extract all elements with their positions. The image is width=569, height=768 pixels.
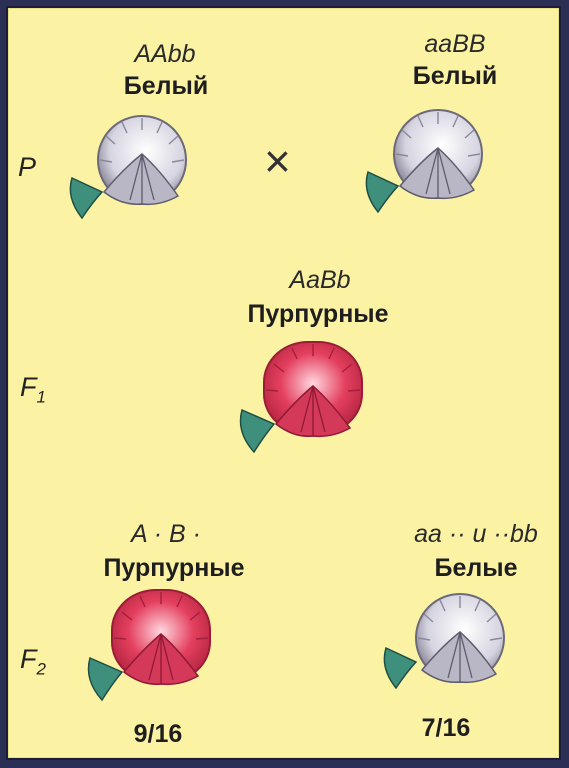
generation-label-f1: F1 [20, 372, 46, 407]
f2-right-genotype: aa ·· и ··bb [386, 520, 566, 549]
generation-label-p: P [18, 152, 36, 183]
flower-purple-f1 [234, 334, 374, 464]
flower-white-parent-left [64, 108, 194, 228]
flower-white-parent-right [360, 102, 490, 222]
f2-right-ratio: 7/16 [396, 714, 496, 743]
generation-label-f2: F2 [20, 644, 46, 679]
f2-right-phenotype: Белые [416, 554, 536, 583]
f2-left-ratio: 9/16 [108, 720, 208, 749]
cross-symbol: × [264, 138, 291, 184]
parent-right-phenotype: Белый [380, 62, 530, 91]
f1-genotype: AaBb [270, 266, 370, 295]
f1-phenotype: Пурпурные [208, 300, 428, 329]
parent-left-phenotype: Белый [96, 72, 236, 101]
f2-left-genotype: A · B · [106, 520, 226, 549]
flower-purple-f2 [82, 582, 222, 712]
flower-white-f2 [378, 592, 518, 712]
parent-left-genotype: AAbb [120, 40, 210, 69]
f2-left-phenotype: Пурпурные [64, 554, 284, 583]
diagram-panel: AAbb Белый aaBB Белый P × A [6, 6, 561, 760]
parent-right-genotype: aaBB [400, 30, 510, 59]
